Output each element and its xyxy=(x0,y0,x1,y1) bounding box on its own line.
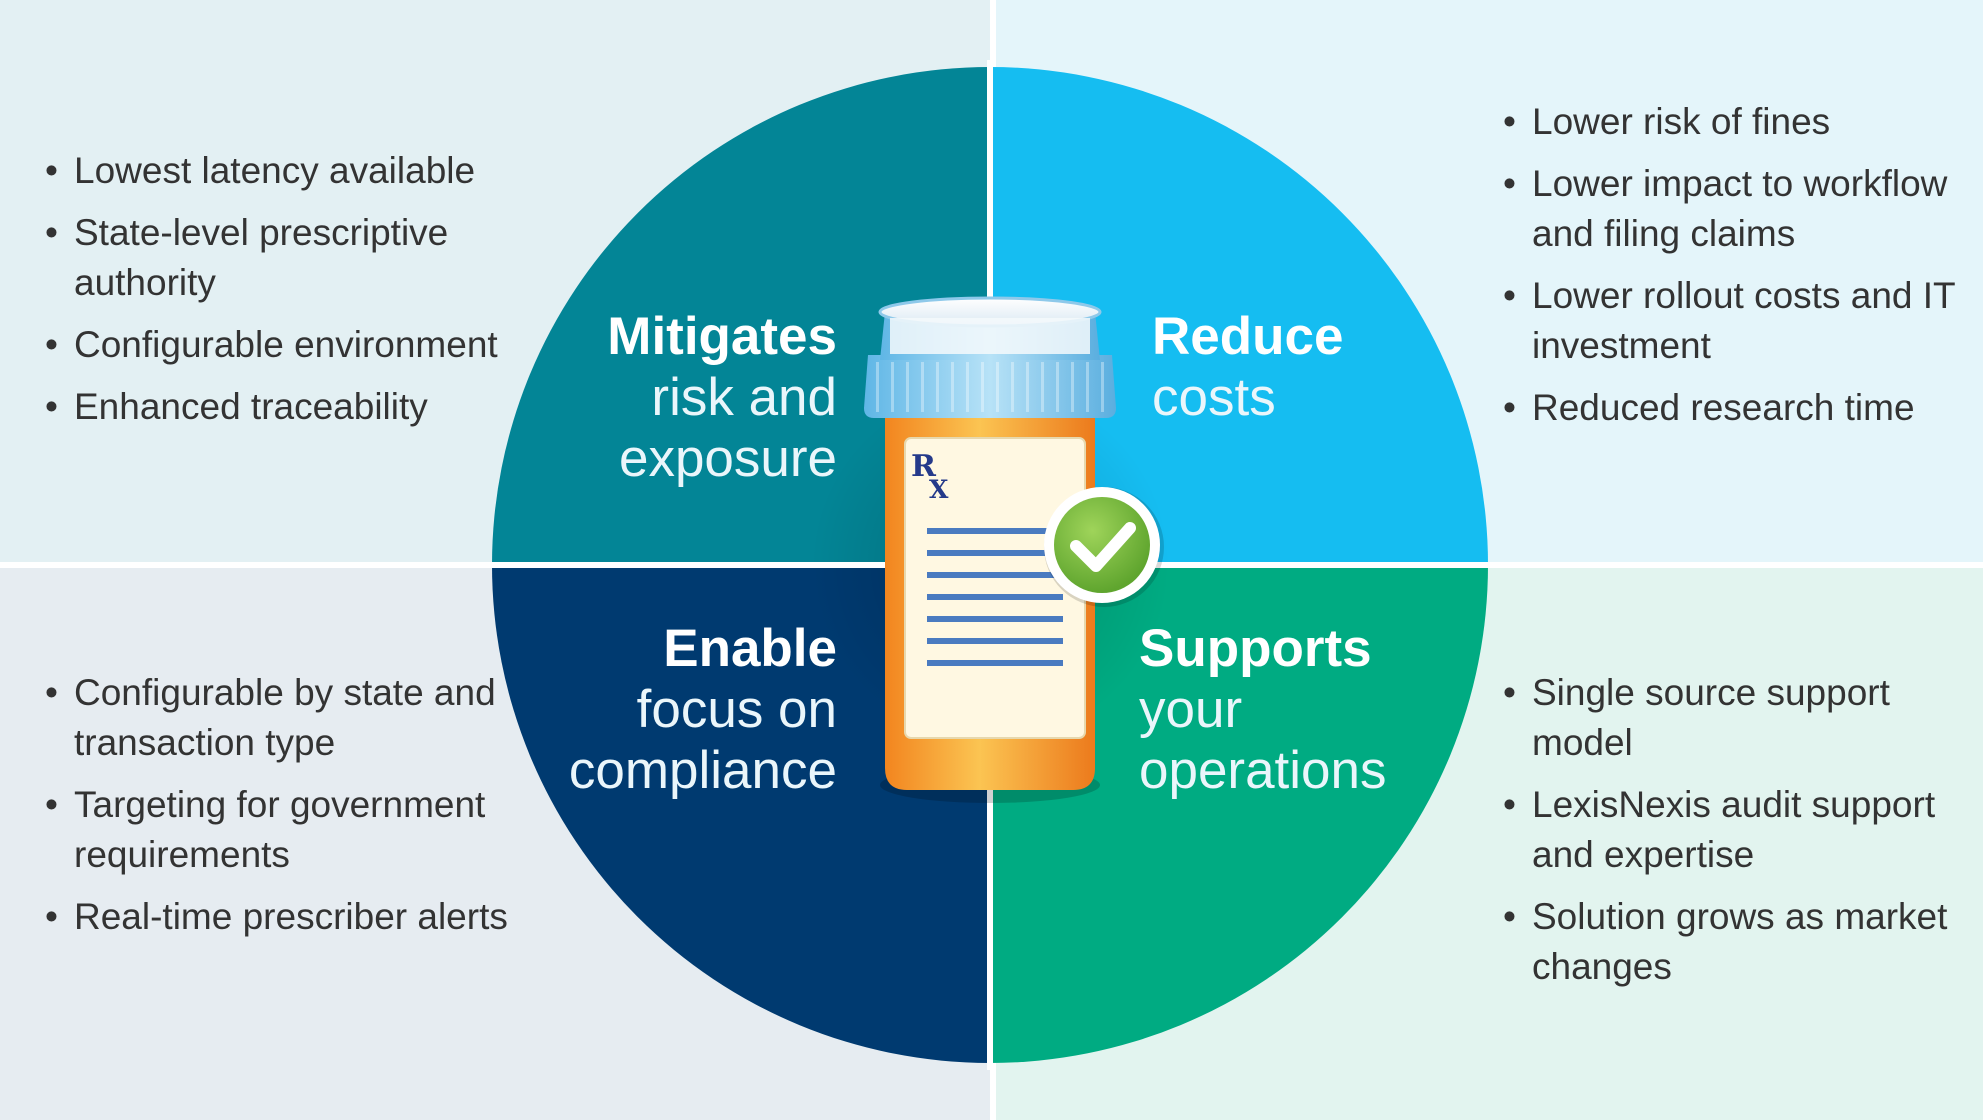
label-mitigates: Mitigates risk and exposure xyxy=(607,306,837,489)
bullets-mitigates: Lowest latency available State-level pre… xyxy=(45,146,545,444)
list-item: Enhanced traceability xyxy=(45,382,545,432)
rx-r: R xyxy=(911,449,937,484)
cap-ridge xyxy=(951,362,954,412)
prescription-bottle-icon: R X xyxy=(864,296,1116,803)
cap-ridge xyxy=(891,362,894,412)
rx-x: X xyxy=(929,475,949,504)
label-line xyxy=(927,660,1063,666)
label-line xyxy=(927,594,1063,600)
label-line xyxy=(927,550,1063,556)
list-item: Targeting for government requirements xyxy=(45,780,565,880)
quadrant-subtitle-line: costs xyxy=(1152,368,1276,427)
label-line xyxy=(927,528,1063,534)
cap-ridge xyxy=(1056,362,1059,412)
cap-ridge xyxy=(1071,362,1074,412)
bullets-reduce: Lower risk of fines Lower impact to work… xyxy=(1503,97,1983,445)
quadrant-subtitle-line: operations xyxy=(1139,741,1387,800)
cap-ridges xyxy=(876,362,1104,412)
label-line xyxy=(927,638,1063,644)
quadrant-subtitle-line: your xyxy=(1139,680,1243,739)
list-item: Lower risk of fines xyxy=(1503,97,1983,147)
cap-ridge xyxy=(876,362,879,412)
quadrant-subtitle-line: risk and xyxy=(651,368,837,427)
quadrant-title: Reduce xyxy=(1152,307,1344,366)
cap-ridge xyxy=(996,362,999,412)
checkmark-icon xyxy=(1044,487,1164,607)
cap-ridge xyxy=(966,362,969,412)
list-item: Solution grows as market changes xyxy=(1503,892,1983,992)
label-text-lines xyxy=(927,528,1063,666)
cap-ridge xyxy=(1026,362,1029,412)
label-line xyxy=(927,616,1063,622)
quadrant-subtitle-line: compliance xyxy=(568,741,837,800)
quadrant-title: Supports xyxy=(1139,619,1372,678)
list-item: Real-time prescriber alerts xyxy=(45,892,565,942)
list-item: Single source support model xyxy=(1503,668,1983,768)
bullets-enable: Configurable by state and transaction ty… xyxy=(45,668,565,954)
cap-ridge xyxy=(981,362,984,412)
label-enable: Enable focus on compliance xyxy=(569,618,837,801)
quadrant-subtitle-line: focus on xyxy=(636,680,837,739)
quadrant-title: Enable xyxy=(663,619,837,678)
bullets-supports: Single source support model LexisNexis a… xyxy=(1503,668,1983,1004)
cap-ridge xyxy=(1011,362,1014,412)
list-item: Lower rollout costs and IT investment xyxy=(1503,271,1983,371)
list-item: State-level prescriptive authority xyxy=(45,208,545,308)
list-item: Reduced research time xyxy=(1503,383,1983,433)
quadrant-subtitle-line: exposure xyxy=(618,429,837,488)
cap-ridge xyxy=(1041,362,1044,412)
cap-ridge xyxy=(1086,362,1089,412)
list-item: Configurable environment xyxy=(45,320,545,370)
cap-ridge xyxy=(936,362,939,412)
list-item: LexisNexis audit support and expertise xyxy=(1503,780,1983,880)
cap-ridge xyxy=(906,362,909,412)
quadrant-title: Mitigates xyxy=(607,307,837,366)
label-line xyxy=(927,572,1063,578)
label-supports: Supports your operations xyxy=(1139,618,1387,801)
cap-ridge xyxy=(1101,362,1104,412)
list-item: Lowest latency available xyxy=(45,146,545,196)
label-reduce: Reduce costs xyxy=(1152,306,1343,428)
list-item: Lower impact to workflow and filing clai… xyxy=(1503,159,1983,259)
list-item: Configurable by state and transaction ty… xyxy=(45,668,565,768)
bottle-cap xyxy=(864,355,1116,418)
cap-ridge xyxy=(921,362,924,412)
